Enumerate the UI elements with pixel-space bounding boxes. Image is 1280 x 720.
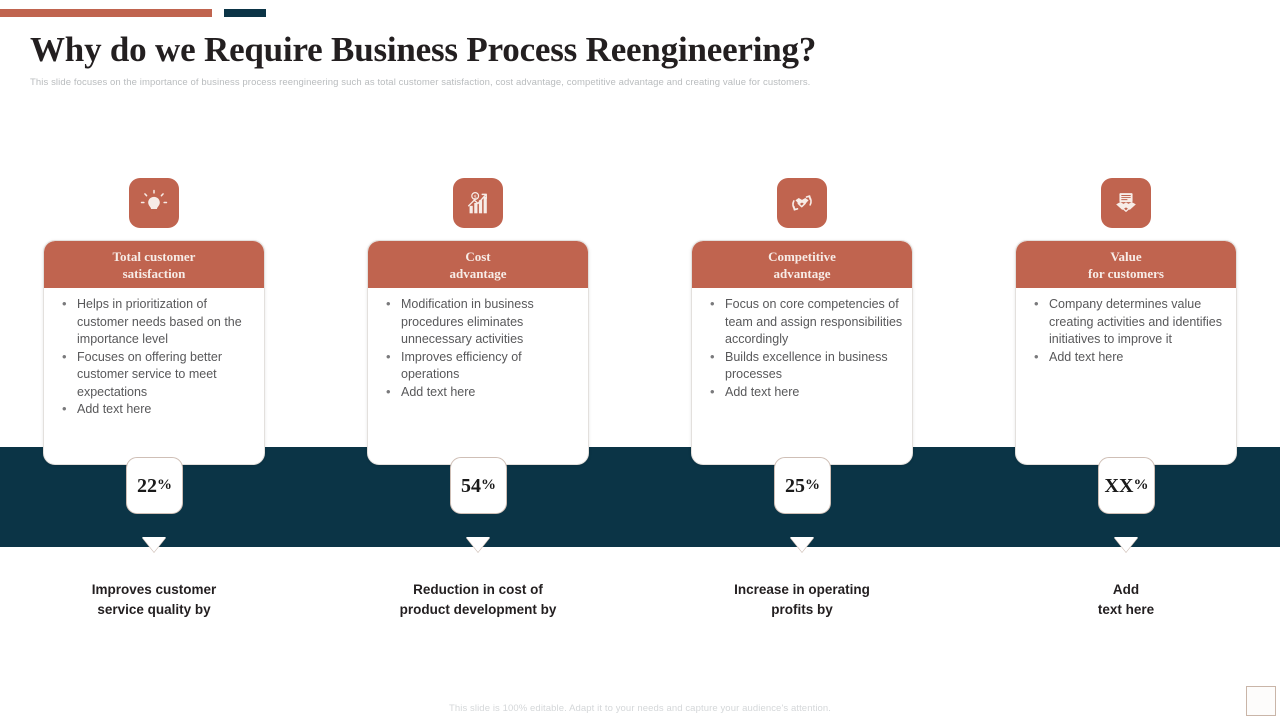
arrow-down-icon bbox=[142, 537, 166, 552]
card-competitive-advantage: Competitive advantage Focus on core comp… bbox=[691, 240, 913, 465]
column-caption: Increase in operating profits by bbox=[734, 582, 870, 617]
list-item: Add text here bbox=[378, 383, 580, 402]
lightbulb-icon bbox=[129, 178, 179, 228]
list-item: Company determines value creating activi… bbox=[1026, 295, 1228, 349]
page-title: Why do we Require Business Process Reeng… bbox=[30, 30, 817, 69]
agreement-document-icon bbox=[1101, 178, 1151, 228]
card-title: Cost advantage bbox=[449, 248, 507, 281]
percentage-badge: XX% bbox=[1098, 457, 1155, 514]
card-header: Competitive advantage bbox=[692, 241, 912, 288]
percentage-badge: 25% bbox=[774, 457, 831, 514]
list-item: Improves efficiency of operations bbox=[378, 348, 580, 384]
card-header: Cost advantage bbox=[368, 241, 588, 288]
corner-placeholder-box bbox=[1246, 686, 1276, 716]
percentage-badge: 54% bbox=[450, 457, 507, 514]
header: Why do we Require Business Process Reeng… bbox=[30, 28, 1250, 89]
list-item: Builds excellence in business processes bbox=[702, 348, 904, 384]
list-item: Add text here bbox=[702, 383, 904, 402]
percentage-text: 22% bbox=[137, 475, 172, 497]
arrow-down-icon bbox=[1114, 537, 1138, 552]
column-caption: Reduction in cost of product development… bbox=[399, 582, 557, 617]
page-subtitle: This slide focuses on the importance of … bbox=[30, 77, 811, 88]
column-caption: Add text here bbox=[1097, 582, 1155, 617]
accent-bar-secondary bbox=[224, 9, 266, 17]
list-item: Modification in business procedures elim… bbox=[378, 295, 580, 349]
card-header: Total customer satisfaction bbox=[44, 241, 264, 288]
growth-chart-icon: $ bbox=[453, 178, 503, 228]
list-item: Helps in prioritization of customer need… bbox=[54, 295, 256, 349]
percentage-text: 25% bbox=[785, 475, 820, 497]
card-title: Value for customers bbox=[1088, 248, 1164, 281]
card-title: Total customer satisfaction bbox=[112, 248, 196, 281]
card-total-customer-satisfaction: Total customer satisfaction Helps in pri… bbox=[43, 240, 265, 465]
card-cost-advantage: Cost advantage Modification in business … bbox=[367, 240, 589, 465]
column-total-customer-satisfaction: Total customer satisfaction Helps in pri… bbox=[0, 0, 316, 720]
arrow-down-icon bbox=[466, 537, 490, 552]
list-item: Add text here bbox=[1026, 348, 1228, 367]
column-value-for-customers: Value for customers Company determines v… bbox=[964, 0, 1280, 720]
card-header: Value for customers bbox=[1016, 241, 1236, 288]
card-value-for-customers: Value for customers Company determines v… bbox=[1015, 240, 1237, 465]
bullet-list: Modification in business procedures elim… bbox=[378, 295, 580, 402]
handshake-cycle-icon bbox=[777, 178, 827, 228]
accent-bar-primary bbox=[0, 9, 212, 17]
bullet-list: Company determines value creating activi… bbox=[1026, 295, 1228, 367]
card-body: Company determines value creating activi… bbox=[1016, 288, 1236, 374]
column-competitive-advantage: Competitive advantage Focus on core comp… bbox=[640, 0, 964, 720]
footer-note: This slide is 100% editable. Adapt it to… bbox=[448, 703, 832, 714]
bullet-list: Focus on core competencies of team and a… bbox=[702, 295, 904, 402]
percentage-text: XX% bbox=[1104, 475, 1149, 497]
percentage-badge: 22% bbox=[126, 457, 183, 514]
column-caption: Improves customer service quality by bbox=[91, 582, 217, 617]
column-cost-advantage: $ Cost advantage Modification in busines… bbox=[316, 0, 640, 720]
card-body: Focus on core competencies of team and a… bbox=[692, 288, 912, 409]
bullet-list: Helps in prioritization of customer need… bbox=[54, 295, 256, 419]
svg-text:$: $ bbox=[474, 193, 477, 200]
percentage-text: 54% bbox=[461, 475, 496, 497]
card-body: Modification in business procedures elim… bbox=[368, 288, 588, 409]
list-item: Focuses on offering better customer serv… bbox=[54, 348, 256, 402]
list-item: Focus on core competencies of team and a… bbox=[702, 295, 904, 349]
list-item: Add text here bbox=[54, 400, 256, 419]
card-title: Competitive advantage bbox=[768, 248, 836, 281]
arrow-down-icon bbox=[790, 537, 814, 552]
card-body: Helps in prioritization of customer need… bbox=[44, 288, 264, 427]
